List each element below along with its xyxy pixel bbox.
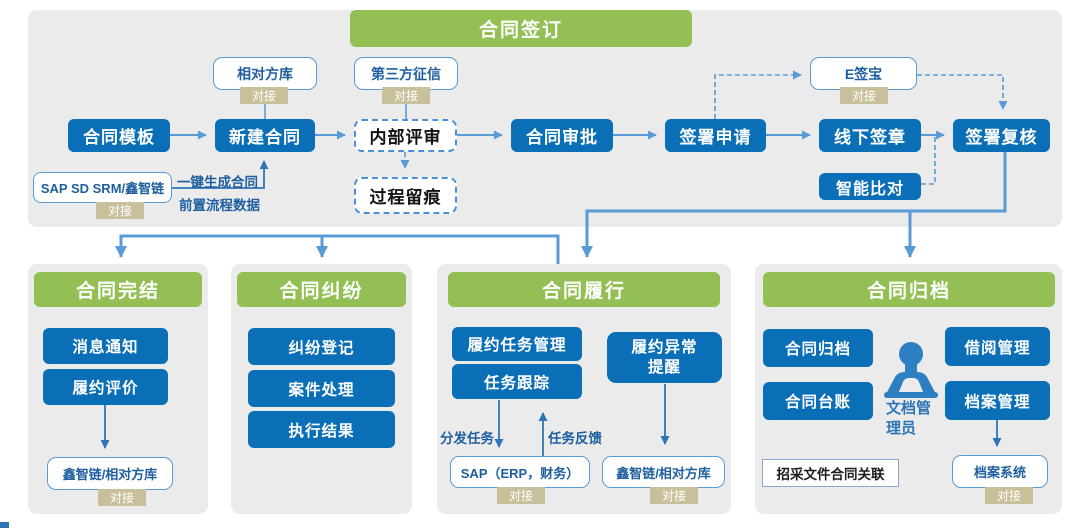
- dispute-panel-title: 合同纠纷: [237, 272, 406, 307]
- flow-step-signing-request: 签署申请: [665, 119, 766, 152]
- performance-panel-title: 合同履行: [448, 272, 720, 307]
- archive-integration-archive-system: 档案系统: [952, 455, 1048, 488]
- flow-step-signing-recheck: 签署复核: [953, 119, 1050, 152]
- document-admin-label: 文档管理员: [886, 400, 932, 438]
- completion-item-message-notify: 消息通知: [43, 328, 168, 364]
- gen-note-line1: 一键生成合同: [177, 175, 258, 190]
- dispute-item-case-handling: 案件处理: [248, 370, 395, 407]
- document-admin-icon: [884, 342, 938, 398]
- dispute-item-register: 纠纷登记: [248, 328, 395, 365]
- sap-source-badge: 对接: [96, 202, 144, 219]
- flow-step-create-contract: 新建合同: [215, 119, 315, 152]
- performance-item-task-management: 履约任务管理: [452, 327, 582, 361]
- procurement-link-note: 招采文件合同关联: [762, 459, 899, 487]
- integration-credit-check: 第三方征信: [354, 57, 458, 90]
- integration-esign: E签宝: [810, 57, 917, 90]
- performance-chain-badge: 对接: [650, 487, 698, 504]
- archive-system-badge: 对接: [985, 487, 1033, 504]
- gen-note-line2: 前置流程数据: [179, 198, 260, 213]
- process-trace-box: 过程留痕: [354, 177, 457, 214]
- smart-compare-box: 智能比对: [819, 173, 921, 200]
- integration-sap-source: SAP SD SRM/鑫智链: [33, 172, 172, 203]
- performance-item-task-tracking: 任务跟踪: [452, 364, 582, 399]
- flow-step-contract-template: 合同模板: [68, 119, 170, 152]
- performance-integration-chain-partner-db: 鑫智链/相对方库: [602, 456, 725, 488]
- task-feedback-label: 任务反馈: [548, 431, 602, 446]
- archive-panel-title: 合同归档: [763, 272, 1055, 307]
- dispute-item-execution-result: 执行结果: [248, 411, 395, 448]
- partner-db-badge: 对接: [240, 87, 288, 104]
- flow-step-offline-signing: 线下签章: [819, 119, 921, 152]
- dispatch-task-label: 分发任务: [440, 431, 494, 446]
- signing-panel-title: 合同签订: [350, 10, 692, 47]
- completion-integration-badge: 对接: [98, 489, 146, 506]
- completion-item-performance-eval: 履约评价: [43, 369, 168, 405]
- integration-partner-db: 相对方库: [213, 57, 317, 90]
- credit-check-badge: 对接: [382, 87, 430, 104]
- archive-item-file-management: 档案管理: [945, 381, 1050, 420]
- flow-step-internal-review: 内部评审: [354, 119, 457, 152]
- flow-step-contract-approval: 合同审批: [511, 119, 613, 152]
- archive-item-contract-ledger: 合同台账: [763, 382, 873, 420]
- performance-item-exception-alert: 履约异常 提醒: [607, 332, 722, 383]
- performance-integration-sap-erp: SAP（ERP，财务）: [450, 456, 590, 488]
- completion-panel-title: 合同完结: [34, 272, 202, 307]
- esign-badge: 对接: [840, 87, 888, 104]
- completion-integration-chain-partner-db: 鑫智链/相对方库: [47, 457, 173, 490]
- corner-mark: [0, 522, 9, 528]
- archive-item-contract-archive: 合同归档: [763, 329, 873, 367]
- sap-erp-badge: 对接: [497, 487, 545, 504]
- archive-item-borrow-management: 借阅管理: [945, 327, 1050, 366]
